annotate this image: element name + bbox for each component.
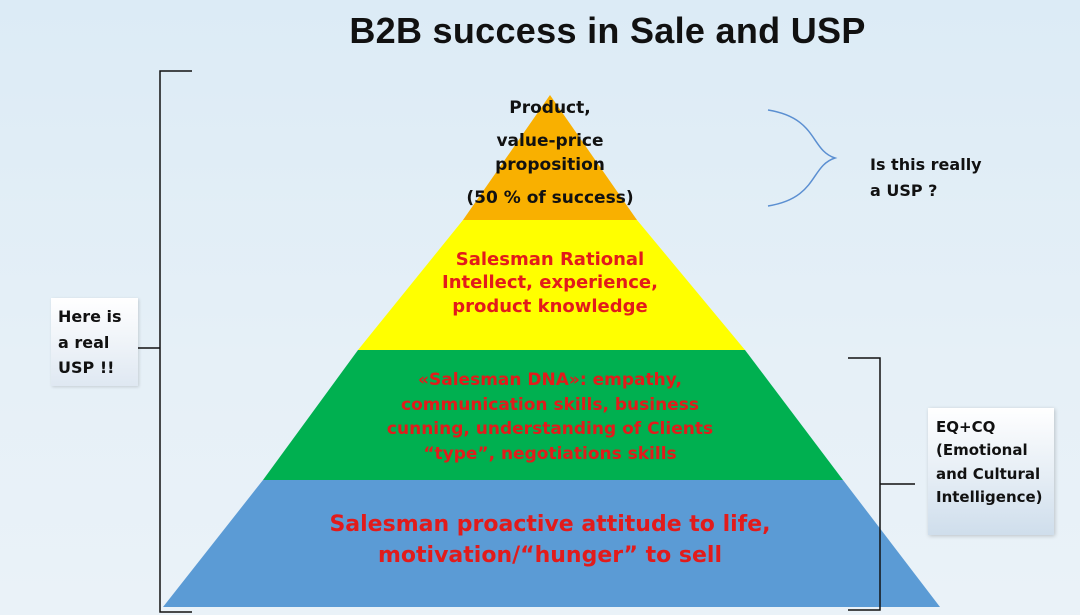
tier-4-line: motivation/“hunger” to sell xyxy=(377,542,723,568)
real-usp-line: USP !! xyxy=(58,358,115,378)
real-usp-line: Here is xyxy=(58,307,122,326)
curly-brace-shape xyxy=(767,109,838,207)
pyramid-tier-3-shape xyxy=(263,350,843,480)
tier-3-line: “type”, negotiations skills xyxy=(423,443,677,464)
right-bracket-shape xyxy=(848,357,915,611)
tier-3-line: «Salesman DNA»: empathy, xyxy=(418,370,682,390)
tier-2-line: Intellect, experience, xyxy=(442,272,658,294)
pyramid-tier-1-text: Product, value-price proposition (50 % o… xyxy=(440,96,660,211)
eq-cq-line: and Cultural xyxy=(936,464,1041,483)
tier-3-line: communication skills, business xyxy=(401,394,699,415)
real-usp-line: a real xyxy=(58,332,110,352)
pyramid-tier-3-text: «Salesman DNA»: empathy, communication s… xyxy=(350,368,750,467)
page-title: B2B success in Sale and USP xyxy=(349,10,866,51)
eq-cq-note: EQ+CQ (Emotional and Cultural Intelligen… xyxy=(928,408,1054,535)
pyramid-tier-1-shape xyxy=(463,95,637,220)
tier-2-line: product knowledge xyxy=(452,295,648,317)
eq-cq-line: (Emotional xyxy=(936,441,1028,460)
tier-1-line: (50 % of success) xyxy=(466,187,634,208)
usp-question-line: Is this really xyxy=(870,155,982,174)
tier-1-line: value-price xyxy=(496,130,604,151)
tier-4-line: Salesman proactive attitude to life, xyxy=(329,512,771,537)
tier-2-line: Salesman Rational xyxy=(455,249,645,270)
eq-cq-line: Intelligence) xyxy=(936,487,1043,506)
eq-cq-line: EQ+CQ xyxy=(936,418,996,436)
tier-1-line: Product, xyxy=(509,98,591,118)
tier-1-line: proposition xyxy=(495,155,605,176)
real-usp-note: Here is a real USP !! xyxy=(51,298,138,386)
pyramid-tier-2-shape xyxy=(358,220,745,350)
pyramid-tier-4-text: Salesman proactive attitude to life, mot… xyxy=(250,510,850,572)
left-bracket-shape xyxy=(138,70,192,613)
pyramid-tier-2-text: Salesman Rational Intellect, experience,… xyxy=(400,248,700,318)
tier-3-line: cunning, understanding of Clients xyxy=(386,419,714,440)
pyramid-tier-4-shape xyxy=(163,480,940,607)
usp-question-annotation: Is this really a USP ? xyxy=(870,152,1030,203)
usp-question-line: a USP ? xyxy=(870,180,938,200)
